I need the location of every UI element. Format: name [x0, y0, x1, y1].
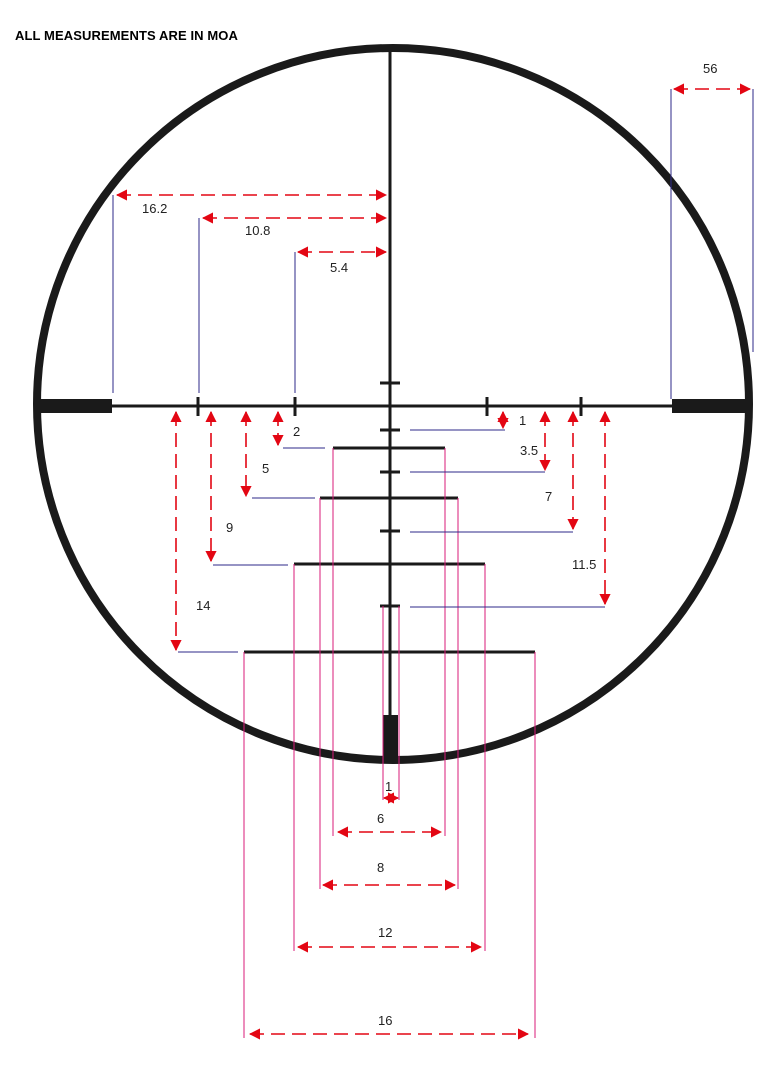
leader-lines: [112, 89, 754, 653]
label-drop-14: 14: [196, 598, 210, 613]
units-note: ALL MEASUREMENTS ARE IN MOA: [15, 28, 238, 43]
dimension-arrows: [115, 83, 752, 1040]
label-10-8: 10.8: [245, 223, 270, 238]
label-16-2: 16.2: [142, 201, 167, 216]
horizontal-ticks: [196, 397, 583, 416]
label-right-7: 7: [545, 489, 552, 504]
label-right-3-5: 3.5: [520, 443, 538, 458]
label-drop-2: 2: [293, 424, 300, 439]
label-fov: 56: [703, 61, 717, 76]
left-thick-post: [38, 399, 112, 413]
label-drop-5: 5: [262, 461, 269, 476]
label-bar-8: 8: [377, 860, 384, 875]
subtension-lines: [243, 448, 536, 1038]
bottom-thick-post: [383, 715, 398, 761]
label-drop-9: 9: [226, 520, 233, 535]
label-bar-12: 12: [378, 925, 392, 940]
label-5-4: 5.4: [330, 260, 348, 275]
reticle: [33, 44, 753, 764]
measurement-labels: 56 16.2 10.8 5.4 2 5 9 14 1 3.5 7 11.5 1…: [142, 61, 717, 1028]
right-thick-post: [672, 399, 750, 413]
holdover-bars: [244, 446, 535, 654]
label-bar-16: 16: [378, 1013, 392, 1028]
label-right-1: 1: [519, 413, 526, 428]
label-bar-6: 6: [377, 811, 384, 826]
label-post-1: 1: [385, 779, 392, 794]
label-right-11-5: 11.5: [572, 557, 596, 572]
